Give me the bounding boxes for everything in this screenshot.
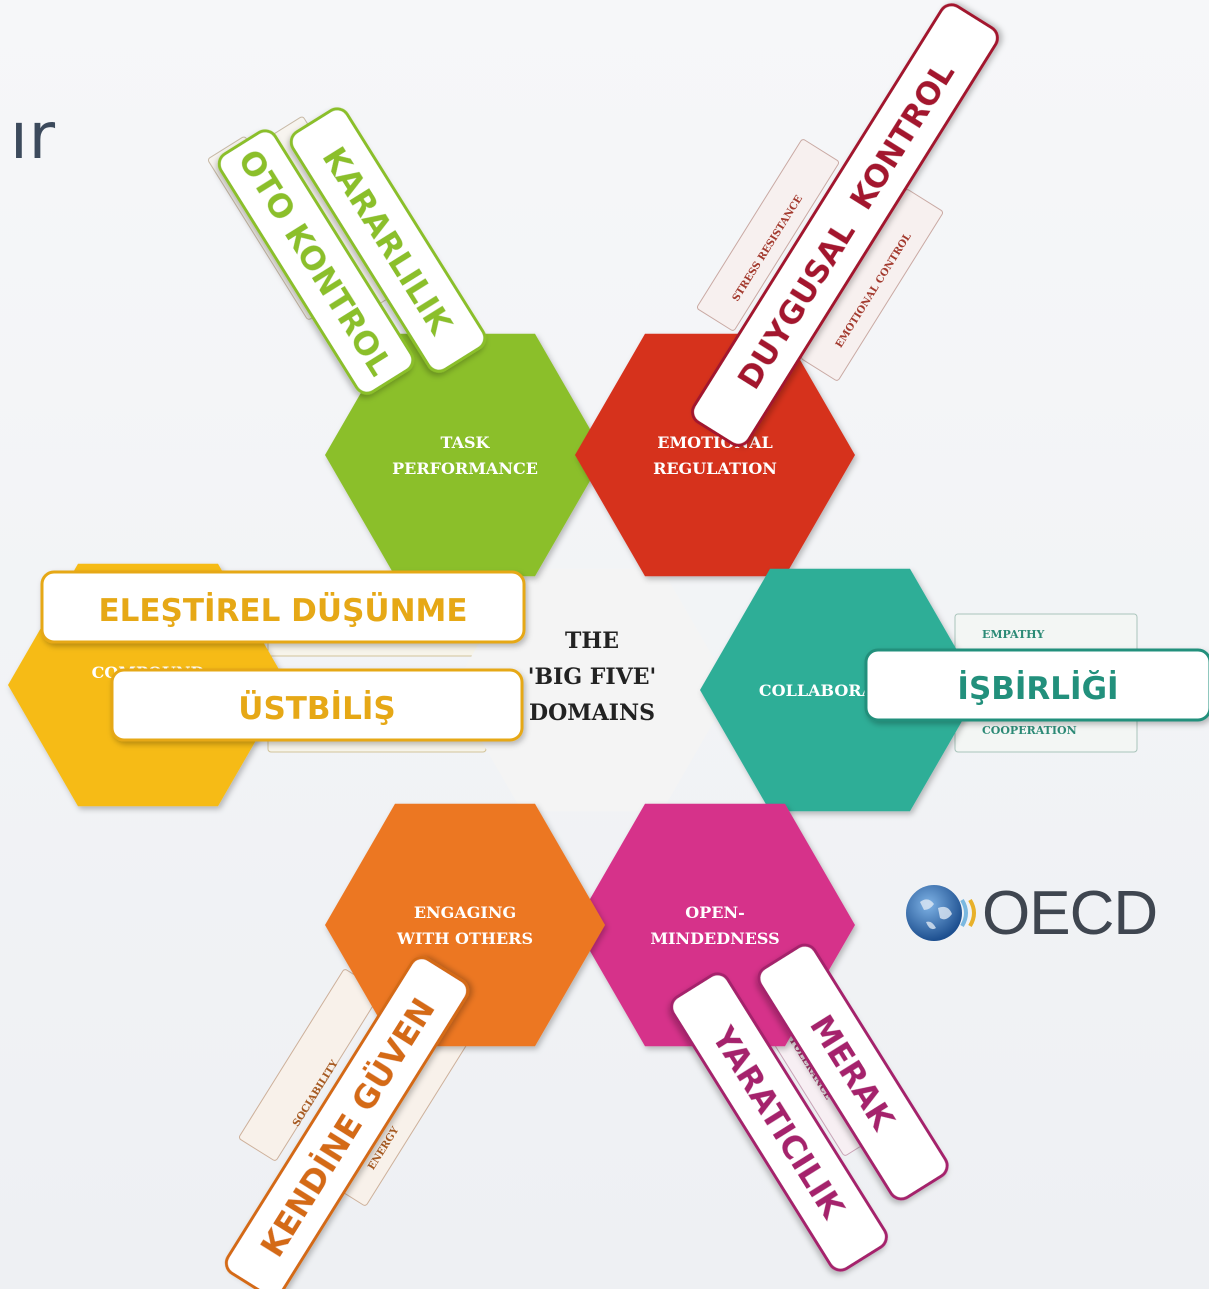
hexagon-engaging bbox=[325, 803, 605, 1047]
page-title-fragment: ır bbox=[10, 100, 57, 174]
svg-text:İŞBİRLİĞİ: İŞBİRLİĞİ bbox=[957, 670, 1118, 707]
hexagon-label-engaging: ENGAGING bbox=[414, 903, 516, 922]
hexagon-label-task: TASK bbox=[441, 433, 491, 452]
svg-text:ELEŞTİREL DÜŞÜNME: ELEŞTİREL DÜŞÜNME bbox=[98, 592, 467, 629]
hexagon-emotional bbox=[575, 333, 855, 577]
hexagon-label-emotional: REGULATION bbox=[653, 459, 777, 478]
label-isbirligi: İŞBİRLİĞİ bbox=[864, 648, 1209, 722]
svg-text:ÜSTBİLİŞ: ÜSTBİLİŞ bbox=[238, 690, 395, 727]
oecd-logo: OECD bbox=[904, 878, 1174, 948]
subskill-cooperation: COOPERATION bbox=[982, 724, 1077, 737]
domain-hexagons: TASKPERFORMANCEEMOTIONALREGULATIONCOLLAB… bbox=[8, 333, 980, 1047]
hexagon-collaboration bbox=[700, 568, 980, 812]
globe-icon bbox=[906, 885, 962, 941]
oecd-logo-text: OECD bbox=[982, 879, 1158, 948]
center-line-2: 'BIG FIVE' bbox=[528, 664, 657, 690]
hexagon-label-engaging: WITH OTHERS bbox=[396, 929, 533, 948]
hexagon-task bbox=[325, 333, 605, 577]
label-elestirel-dusunme: ELEŞTİREL DÜŞÜNME bbox=[40, 570, 526, 644]
center-line-3: DOMAINS bbox=[529, 700, 655, 726]
center-hexagon: THE 'BIG FIVE' DOMAINS bbox=[528, 628, 657, 726]
label-ustbilis: ÜSTBİLİŞ bbox=[110, 668, 524, 742]
hexagon-label-task: PERFORMANCE bbox=[392, 459, 538, 478]
hexagon-label-open: MINDEDNESS bbox=[650, 929, 779, 948]
center-line-1: THE bbox=[565, 628, 619, 654]
subskill-empathy: EMPATHY bbox=[982, 628, 1045, 641]
label-duygusal-kontrol: DUYGUSAL KONTROL bbox=[691, 3, 999, 447]
hexagon-label-emotional: EMOTIONAL bbox=[657, 433, 772, 452]
hexagon-label-open: OPEN- bbox=[685, 903, 744, 922]
